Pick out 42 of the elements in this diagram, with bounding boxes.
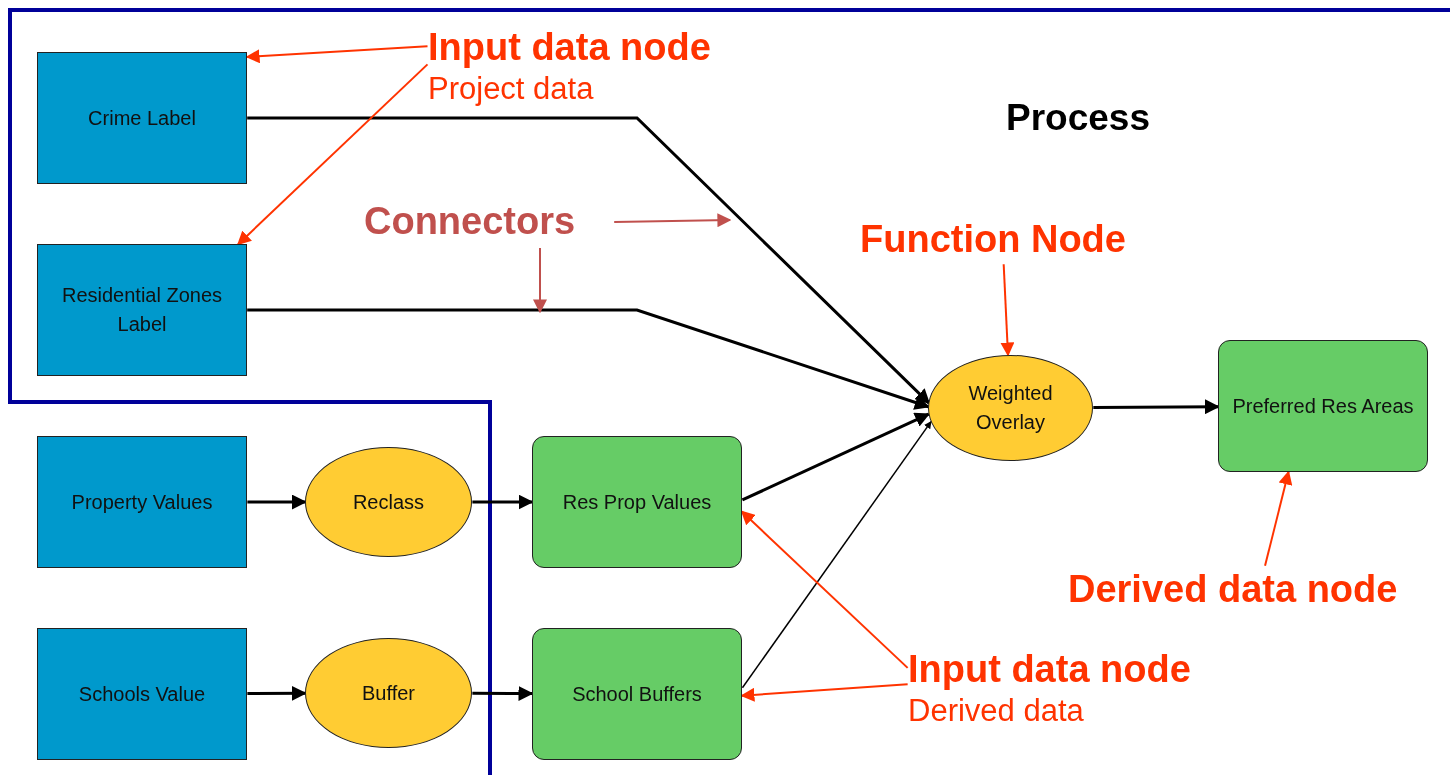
- input-data-box: [37, 52, 247, 184]
- connector-arrow: [472, 494, 534, 510]
- annotation-heading: Derived data node: [1068, 567, 1398, 612]
- connector-arrow: [247, 116, 931, 405]
- connector-arrow: [472, 686, 534, 701]
- annotation-heading: Connectors: [364, 199, 576, 244]
- derived-data-box: [1218, 340, 1428, 472]
- annotation-subtext: Derived data: [908, 692, 1084, 730]
- leader-arrow: [613, 213, 732, 228]
- input-data-box: [37, 244, 247, 376]
- leader-arrow: [237, 63, 429, 246]
- annotation-heading: Input data node: [908, 647, 1191, 692]
- leader-arrow: [1264, 470, 1293, 567]
- leader-arrow: [740, 683, 909, 702]
- node-label: School Buffers: [572, 681, 702, 707]
- derived-data-box: [532, 628, 742, 760]
- node-label: Residential Zones Label: [60, 283, 224, 337]
- leader-arrow: [740, 510, 909, 669]
- node-label: Preferred Res Areas: [1232, 393, 1414, 419]
- node-label: Reclass: [352, 489, 425, 515]
- annotation-heading: Function Node: [860, 217, 1126, 262]
- leader-arrow: [1000, 263, 1015, 357]
- input-data-box: [37, 628, 247, 760]
- node-label: Property Values: [71, 489, 213, 515]
- leader-arrow: [533, 247, 547, 314]
- process-label: Process: [1006, 96, 1150, 140]
- connector-arrow: [741, 412, 930, 502]
- node-label: Buffer: [362, 680, 415, 706]
- node-label: Crime Label: [88, 105, 196, 131]
- node-label: Schools Value: [78, 681, 206, 707]
- node-label: Res Prop Values: [562, 489, 712, 515]
- connector-arrow: [247, 685, 307, 701]
- connector-arrow: [247, 494, 307, 510]
- node-label: Weighted Overlay: [967, 381, 1054, 435]
- connector-arrow: [247, 308, 930, 410]
- annotation-subtext: Project data: [428, 70, 594, 108]
- leader-arrow: [245, 45, 429, 64]
- input-data-box: [37, 436, 247, 568]
- connector-arrow: [1093, 399, 1220, 415]
- derived-data-box: [532, 436, 742, 568]
- annotation-heading: Input data node: [428, 25, 711, 70]
- connector-arrow: [741, 420, 932, 689]
